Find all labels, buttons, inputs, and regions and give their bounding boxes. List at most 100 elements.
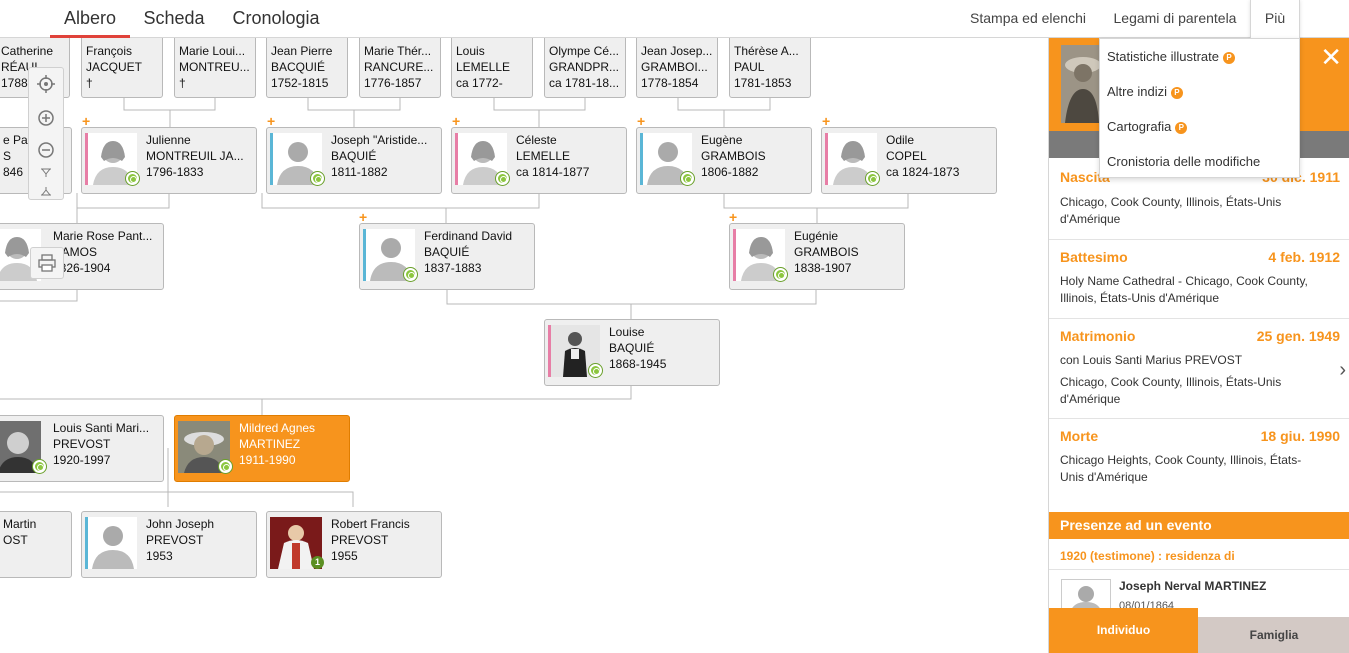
presence-event[interactable]: 1920 (testimone) : residenza di [1060, 549, 1235, 563]
tab-scheda[interactable]: Scheda [143, 8, 205, 28]
person-dates: † [179, 76, 186, 90]
expand-plus-icon[interactable]: + [637, 113, 646, 129]
person-firstname: Céleste [516, 133, 557, 147]
tab-famiglia[interactable]: Famiglia [1198, 617, 1349, 653]
expand-plus-icon[interactable]: + [452, 113, 461, 129]
status-icon [496, 172, 509, 185]
menu-item-cronistoria[interactable]: Cronistoria delle modifiche [1107, 154, 1261, 169]
expand-plus-icon[interactable]: + [822, 113, 831, 129]
event-morte[interactable]: Morte 18 giu. 1990 Chicago Heights, Cook… [1049, 419, 1349, 504]
expand-plus-icon[interactable]: + [359, 209, 368, 225]
chevron-right-icon[interactable]: › [1339, 359, 1346, 381]
person-dates: 1806-1882 [701, 165, 759, 179]
center-target-icon[interactable] [29, 68, 63, 100]
person-dates: ca 1824-1873 [886, 165, 960, 179]
zoom-in-icon[interactable] [29, 102, 63, 134]
status-icon [774, 268, 787, 281]
event-matrimonio[interactable]: Matrimonio 25 gen. 1949 con Louis Santi … [1049, 319, 1349, 419]
person-photo [548, 325, 600, 377]
person-surname: PREVOST [146, 533, 204, 547]
person-dates: ca 1814-1877 [516, 165, 590, 179]
person-firstname: Mildred Agnes [239, 421, 316, 435]
menu-legami-parentela[interactable]: Legami di parentela [1113, 10, 1237, 26]
person-dates: ca 1772- [456, 76, 503, 90]
event-place: Chicago, Cook County, Illinois, États-Un… [1060, 195, 1282, 226]
person-surname: RANCURE... [364, 60, 434, 74]
presence-person-name[interactable]: Joseph Nerval MARTINEZ [1119, 579, 1267, 593]
person-firstname: Ferdinand David [424, 229, 513, 243]
event-spouse: con Louis Santi Marius PREVOST [1060, 353, 1243, 367]
person-firstname: Marie Thér... [364, 44, 432, 58]
person-firstname: Louis [456, 44, 485, 58]
premium-badge-icon: P [1175, 121, 1188, 134]
status-icon [311, 172, 324, 185]
tab-individuo[interactable]: Individuo [1049, 608, 1198, 653]
tab-albero[interactable]: Albero [50, 0, 130, 38]
event-battesimo[interactable]: Battesimo 4 feb. 1912 Holy Name Cathedra… [1049, 240, 1349, 319]
expand-plus-icon[interactable]: + [729, 209, 738, 225]
person-surname: MONTREUIL JA... [146, 149, 244, 163]
person-surname: LEMELLE [516, 149, 571, 163]
person-photo [1061, 45, 1099, 123]
print-icon[interactable] [30, 247, 64, 279]
person-card[interactable]: Olympe Cé...GRANDPR...ca 1781-18... [544, 38, 626, 98]
person-surname: GRAMBOIS [794, 245, 859, 259]
person-firstname: Joseph "Aristide... [331, 133, 428, 147]
person-firstname: Jean Josep... [641, 44, 713, 58]
expand-tree-icon[interactable] [29, 182, 63, 200]
person-card[interactable]: Jean Josep...GRAMBOI...1778-1854 [636, 38, 718, 98]
person-surname: GRAMBOIS [701, 149, 766, 163]
person-photo [178, 421, 230, 473]
person-firstname: Thérèse A... [734, 44, 799, 58]
person-firstname: Eugénie [794, 229, 839, 243]
person-firstname: Louis Santi Mari... [53, 421, 150, 435]
event-nascita[interactable]: Nascita 30 dic. 1911 Chicago, Cook Count… [1049, 160, 1349, 240]
count-badge: 1 [311, 556, 324, 569]
status-icon [866, 172, 879, 185]
menu-stampa-elenchi[interactable]: Stampa ed elenchi [970, 10, 1086, 26]
zoom-out-icon[interactable] [29, 134, 63, 166]
person-surname: BAQUIÉ [424, 245, 470, 259]
collapse-tree-icon[interactable] [29, 164, 63, 182]
person-surname: PREVOST [331, 533, 389, 547]
event-place: Chicago, Cook County, Illinois, États-Un… [1060, 375, 1282, 406]
person-firstname: Olympe Cé... [549, 44, 620, 58]
menu-piu[interactable]: Più [1250, 0, 1300, 40]
tab-cronologia[interactable]: Cronologia [232, 8, 320, 28]
person-card[interactable]: Marie Loui...MONTREU...† [174, 38, 256, 98]
close-icon[interactable]: ✕ [1320, 42, 1342, 72]
expand-plus-icon[interactable]: + [267, 113, 276, 129]
person-firstname: Catherine [1, 44, 54, 58]
expand-plus-icon[interactable]: + [82, 113, 91, 129]
person-dates: 1911-1990 [239, 453, 296, 467]
person-dates [3, 548, 36, 564]
person-card[interactable]: Marie Thér...RANCURE...1776-1857 [359, 38, 441, 98]
event-title: Matrimonio [1060, 328, 1136, 344]
person-surname: GRAMBOI... [641, 60, 708, 74]
person-dates: 846 [3, 165, 24, 179]
